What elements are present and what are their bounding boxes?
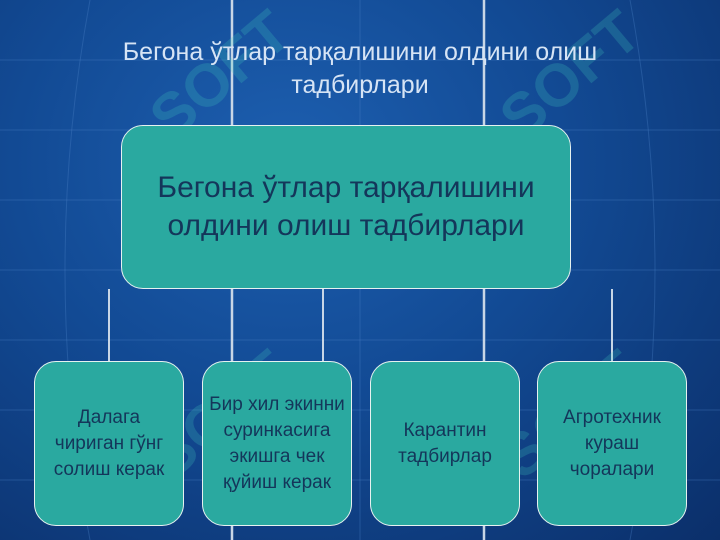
diagram-child-label-2: Бир хил экинни суринкасига экишга чек қу… xyxy=(209,393,345,493)
diagram-child-box-3: Карантин тадбирлар xyxy=(370,361,520,526)
slide-title: Бегона ўтлар тарқалишини олдини олиш тад… xyxy=(60,36,660,102)
slide-title-line-2: тадбирлари xyxy=(291,71,429,99)
diagram-child-label-1: Далага чириган гўнг солиш керак xyxy=(53,406,165,480)
diagram-child-label-4: Агротехник кураш чоралари xyxy=(563,406,661,480)
slide-title-line-1: Бегона ўтлар тарқалишини олдини олиш xyxy=(122,38,598,66)
diagram-child-box-4: Агротехник кураш чоралари xyxy=(537,361,687,526)
diagram-child-label-3: Карантин тадбирлар xyxy=(398,419,492,467)
diagram-root-box: Бегона ўтлар тарқалишини олдини олиш тад… xyxy=(121,125,571,289)
diagram-root-label: Бегона ўтлар тарқалишини олдини олиш тад… xyxy=(157,171,535,242)
diagram-child-box-1: Далага чириган гўнг солиш керак xyxy=(34,361,184,526)
diagram-child-box-2: Бир хил экинни суринкасига экишга чек қу… xyxy=(202,361,352,526)
